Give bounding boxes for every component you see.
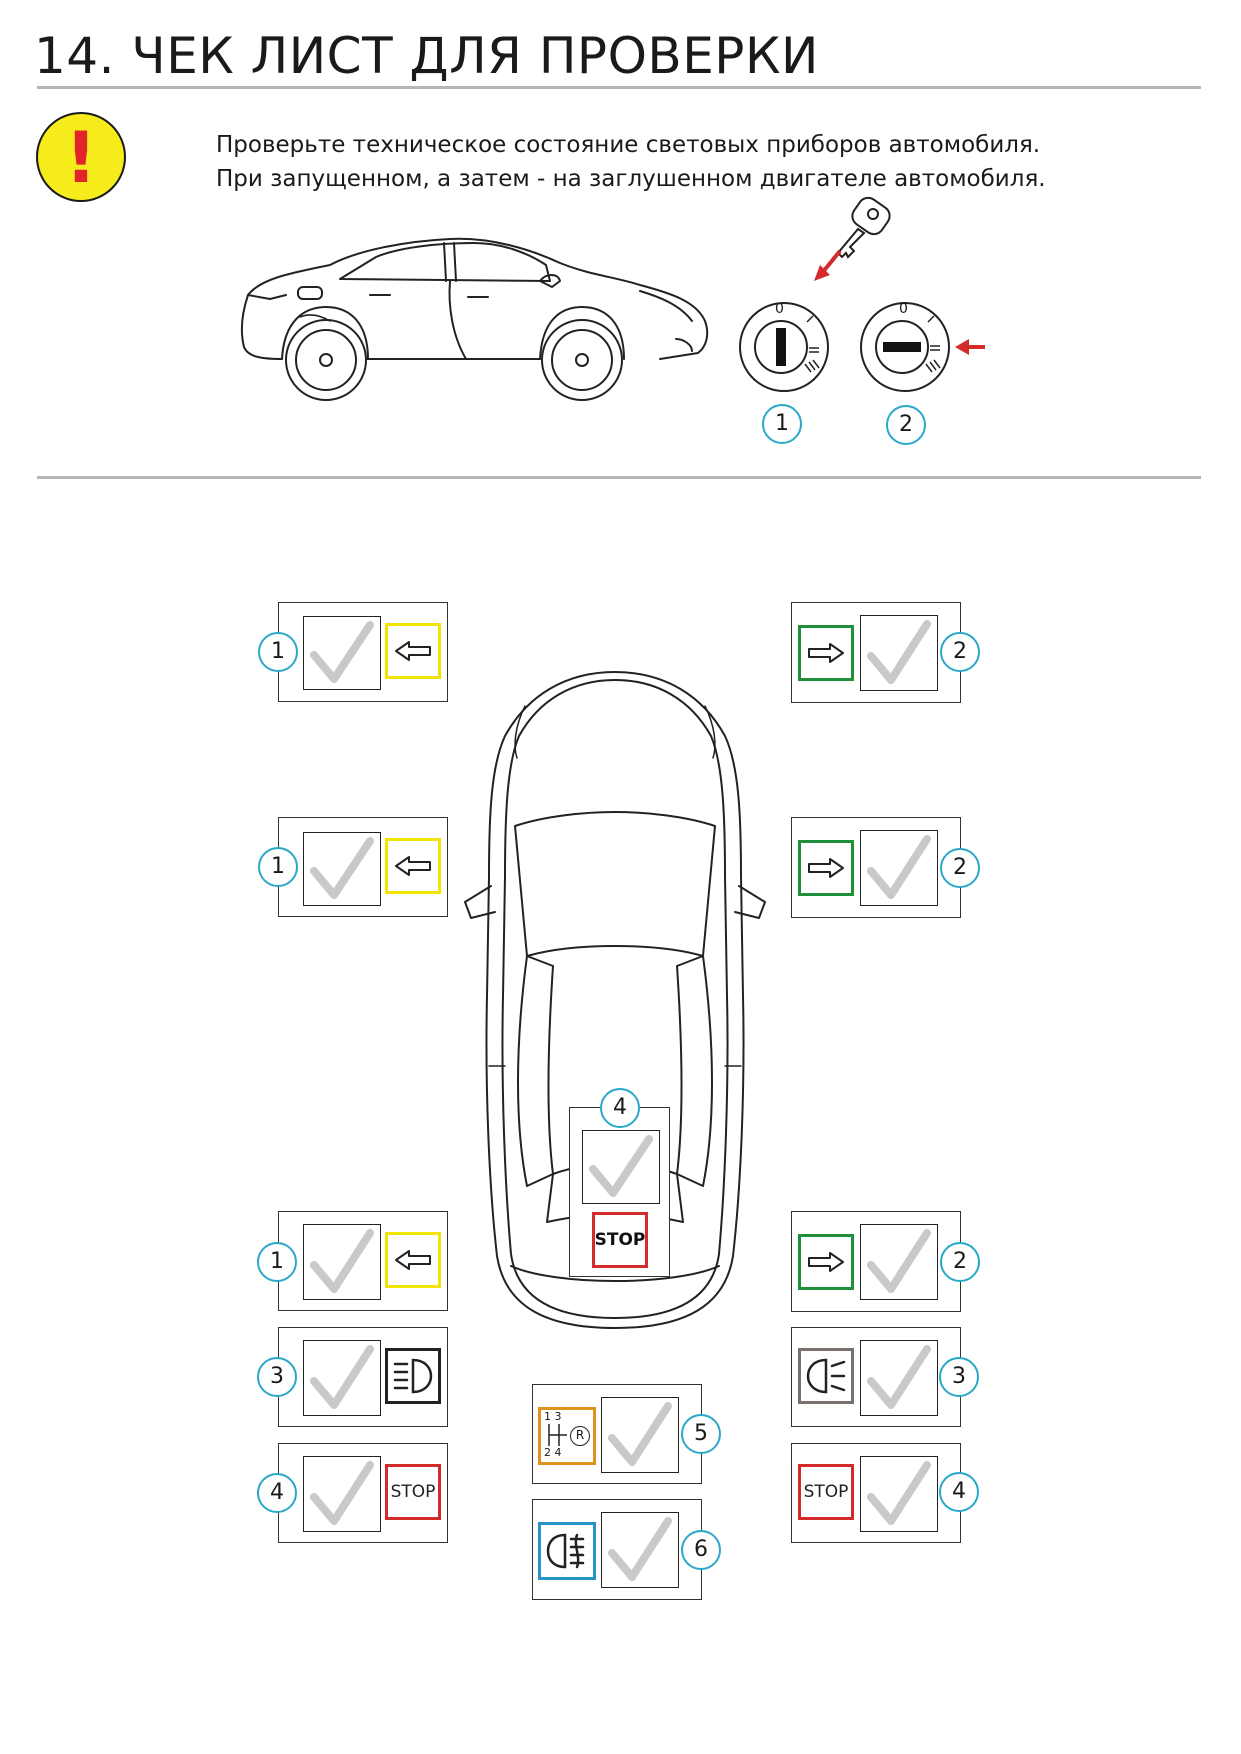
item-number-badge: 6 <box>681 1530 721 1570</box>
checkmark-icon <box>310 837 374 899</box>
intro-line-2: При запущенном, а затем - на заглушенном… <box>216 166 1046 192</box>
arrow-left-icon <box>395 1250 431 1270</box>
item-number-badge: 1 <box>258 847 298 887</box>
ignition-number-badge: 2 <box>886 405 926 445</box>
checklist-card <box>278 602 448 702</box>
item-number-badge: 3 <box>939 1357 979 1397</box>
car-side-view <box>240 237 709 401</box>
stop-label: STOP <box>803 1482 849 1502</box>
checkbox[interactable] <box>303 616 381 690</box>
checklist-card <box>278 817 448 917</box>
title-divider <box>37 86 1201 89</box>
arrow-right-icon <box>808 858 844 878</box>
checkbox[interactable] <box>303 1340 381 1416</box>
checklist-card <box>791 602 961 703</box>
reverse-lamp-tile: 1 3 2 4 R <box>538 1407 596 1465</box>
checkmark-icon <box>310 1461 374 1525</box>
intro-text: Проверьте техническое состояние световых… <box>216 128 1046 196</box>
car-top-view <box>464 671 766 1329</box>
checkmark-icon <box>608 1402 672 1466</box>
gear-bottom-label: 2 4 <box>544 1446 562 1459</box>
turn-signal-tile <box>798 625 854 681</box>
checklist-card: STOP <box>278 1443 448 1543</box>
arrow-right-icon <box>808 1252 844 1272</box>
checklist-card: STOP <box>791 1443 961 1543</box>
arrow-right-icon <box>808 643 844 663</box>
checklist-card <box>278 1211 448 1311</box>
item-number-badge: 2 <box>940 632 980 672</box>
checklist-card: STOP <box>569 1107 670 1277</box>
stop-lamp-tile: STOP <box>592 1212 648 1268</box>
checklist-card <box>278 1327 448 1427</box>
turn-signal-tile <box>385 838 441 894</box>
checkbox[interactable] <box>860 1340 938 1416</box>
item-number-badge: 4 <box>939 1472 979 1512</box>
checkbox[interactable] <box>303 1224 381 1300</box>
checkbox[interactable] <box>601 1397 679 1473</box>
checkbox[interactable] <box>601 1512 679 1588</box>
ignition-lock-icon <box>860 302 950 392</box>
checkmark-icon <box>608 1517 672 1581</box>
turn-signal-tile <box>798 840 854 896</box>
turn-signal-tile <box>385 623 441 679</box>
item-number-badge: 3 <box>257 1357 297 1397</box>
stop-label: STOP <box>594 1230 646 1250</box>
headlamp-icon <box>393 1358 433 1394</box>
warning-icon: ! <box>36 112 126 202</box>
exclamation-icon: ! <box>65 117 97 199</box>
headlamp-tile <box>385 1348 441 1404</box>
checkbox[interactable] <box>860 1456 938 1532</box>
checkbox[interactable] <box>582 1130 660 1204</box>
low-beam-icon <box>806 1358 846 1394</box>
checklist-card: 1 3 2 4 R <box>532 1384 702 1484</box>
item-number-badge: 1 <box>258 632 298 672</box>
gear-reverse-icon <box>548 1424 567 1446</box>
checkmark-icon <box>310 1229 374 1293</box>
item-number-badge: 5 <box>681 1414 721 1454</box>
checkmark-icon <box>867 1229 931 1293</box>
page-title: 14. ЧЕК ЛИСТ ДЛЯ ПРОВЕРКИ <box>34 27 819 85</box>
checklist-card <box>532 1499 702 1600</box>
item-number-badge: 2 <box>940 1242 980 1282</box>
reverse-mark: R <box>570 1426 590 1446</box>
rear-fog-tile <box>538 1522 596 1580</box>
checklist-card <box>791 1211 961 1312</box>
checkbox[interactable] <box>860 615 938 691</box>
section-divider <box>37 476 1201 479</box>
checkmark-icon <box>867 835 931 899</box>
turn-signal-tile <box>798 1234 854 1290</box>
low-beam-tile <box>798 1348 854 1404</box>
item-number-badge: 2 <box>940 848 980 888</box>
checklist-card <box>791 817 961 918</box>
arrow-left-icon <box>395 641 431 661</box>
checkmark-icon <box>310 621 374 683</box>
arrow-left-icon <box>395 856 431 876</box>
checkbox[interactable] <box>860 830 938 906</box>
checkbox[interactable] <box>303 1456 381 1532</box>
checkbox[interactable] <box>860 1224 938 1300</box>
stop-lamp-tile: STOP <box>385 1464 441 1520</box>
checkbox[interactable] <box>303 832 381 906</box>
item-number-badge: 1 <box>257 1242 297 1282</box>
checkmark-icon <box>867 1461 931 1525</box>
gear-top-label: 1 3 <box>544 1410 562 1423</box>
rear-fog-icon <box>546 1533 585 1569</box>
ignition-zero-label: 0 <box>899 301 908 317</box>
item-number-badge: 4 <box>257 1473 297 1513</box>
checkmark-icon <box>310 1345 374 1409</box>
checkmark-icon <box>867 1345 931 1409</box>
ignition-number-badge: 1 <box>762 404 802 444</box>
checklist-card <box>791 1327 961 1427</box>
stop-lamp-tile: STOP <box>798 1464 854 1520</box>
key-icon <box>814 196 891 281</box>
checkmark-icon <box>867 620 931 684</box>
checkmark-icon <box>589 1135 653 1197</box>
item-number-badge: 4 <box>600 1088 640 1128</box>
intro-line-1: Проверьте техническое состояние световых… <box>216 132 1041 158</box>
red-arrow-icon <box>955 339 985 355</box>
ignition-zero-label: 0 <box>775 301 784 317</box>
stop-label: STOP <box>390 1482 436 1502</box>
turn-signal-tile <box>385 1232 441 1288</box>
ignition-lock-icon <box>739 302 829 392</box>
